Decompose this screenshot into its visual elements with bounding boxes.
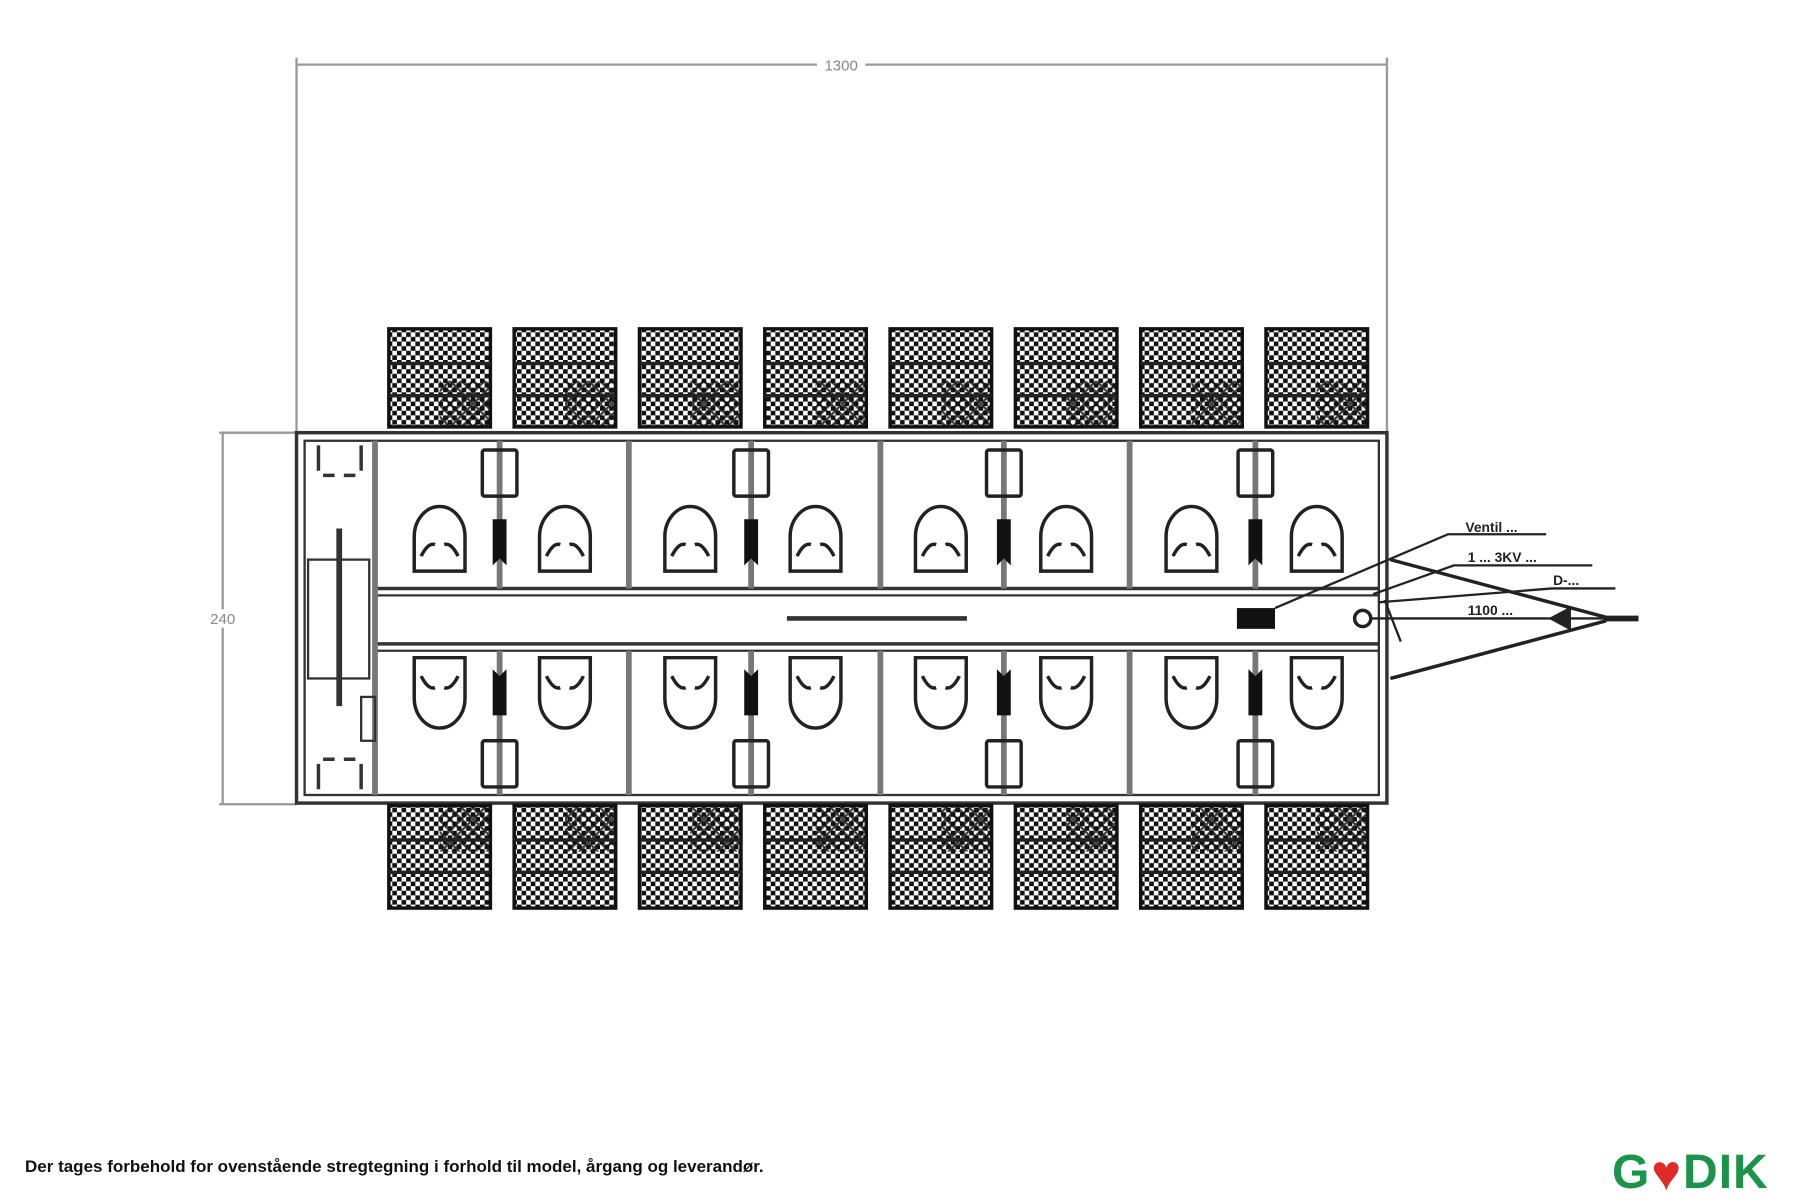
rack-mesh: [940, 380, 992, 427]
bracket-icon: [744, 669, 759, 716]
rack-mesh: [564, 380, 616, 427]
seat-top: [663, 504, 718, 573]
callout-label: 1100 ...: [1468, 602, 1513, 618]
seat-armrest: [1296, 675, 1337, 690]
seat-bottom: [788, 655, 843, 730]
seat-bottom: [537, 655, 593, 730]
seat-top: [537, 504, 593, 573]
locker-box: [732, 448, 771, 498]
seat-armrest: [670, 542, 711, 557]
bracket-icon: [996, 519, 1011, 566]
rack-mesh: [815, 380, 867, 427]
seat-armrest: [1046, 675, 1087, 690]
coupling-box: [1236, 608, 1275, 629]
rack-mesh: [815, 805, 867, 852]
bracket-icon: [492, 519, 507, 566]
seat-armrest: [920, 542, 961, 557]
bracket-icon: [492, 669, 507, 716]
seat-top: [1289, 504, 1344, 573]
callout-label: 1 ... 3KV ...: [1468, 549, 1537, 565]
seat-bottom: [1289, 655, 1344, 730]
seat-bottom: [1039, 655, 1094, 730]
seat-armrest: [920, 675, 961, 690]
seat-armrest: [670, 675, 711, 690]
locker-box: [732, 739, 771, 789]
rack-mesh: [564, 805, 616, 852]
locker-box: [480, 739, 519, 789]
seat-armrest: [419, 675, 460, 690]
bracket-icon: [996, 669, 1011, 716]
locker-box: [984, 739, 1023, 789]
seat-armrest: [1296, 542, 1337, 557]
seat-top: [1039, 504, 1094, 573]
rack-mesh: [439, 805, 491, 852]
rack-mesh: [1066, 380, 1117, 427]
locker-box: [984, 448, 1023, 498]
jockey-wheel: [1352, 608, 1373, 629]
rack-mesh: [940, 805, 992, 852]
locker-box: [1236, 448, 1275, 498]
seat-armrest: [1171, 675, 1212, 690]
heart-icon: ♥: [1651, 1144, 1683, 1201]
rack-mesh: [1316, 805, 1368, 852]
logo-text-left: G: [1612, 1146, 1651, 1199]
rack-mesh: [1316, 380, 1368, 427]
seat-armrest: [419, 542, 460, 557]
locker-box: [480, 448, 519, 498]
seat-top: [788, 504, 843, 573]
logo-text-right: DIK: [1683, 1146, 1769, 1199]
seat-armrest: [1171, 542, 1212, 557]
rack-mesh: [690, 805, 741, 852]
length-label: 1300: [824, 57, 857, 74]
rack-mesh: [690, 380, 741, 427]
rack-mesh: [439, 380, 491, 427]
seat-bottom: [913, 655, 968, 730]
rack-mesh: [1191, 805, 1243, 852]
bracket-icon: [1248, 519, 1263, 566]
seat-top: [913, 504, 968, 573]
seat-bottom: [663, 655, 718, 730]
seat-bottom: [412, 655, 467, 730]
seat-bottom: [1164, 655, 1219, 730]
seat-top: [412, 504, 467, 573]
width-label: 240: [210, 611, 235, 628]
seat-armrest: [544, 542, 585, 557]
locker-box: [1236, 739, 1275, 789]
seat-armrest: [795, 542, 836, 557]
seat-top: [1164, 504, 1219, 573]
seat-armrest: [1046, 542, 1087, 557]
seat-armrest: [795, 675, 836, 690]
seat-armrest: [544, 675, 585, 690]
bracket-icon: [744, 519, 759, 566]
callout-label: Ventil ...: [1465, 519, 1517, 535]
disclaimer-text: Der tages forbehold for ovenstående stre…: [25, 1157, 764, 1176]
godik-logo: G♥DIK: [1612, 1145, 1769, 1200]
drawbar: [1274, 533, 1639, 681]
rack-mesh: [1066, 805, 1117, 852]
callout-label: D-...: [1553, 572, 1579, 588]
bracket-icon: [1248, 669, 1263, 716]
rack-mesh: [1191, 380, 1243, 427]
